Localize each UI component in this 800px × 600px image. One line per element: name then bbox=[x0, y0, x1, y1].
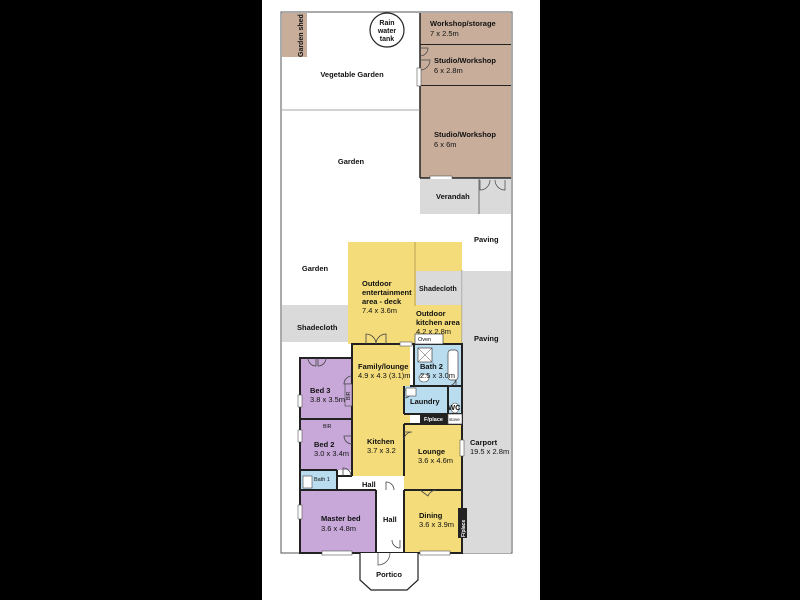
portico-door-swing bbox=[377, 552, 391, 566]
label-outdoor-kitchen-1: Outdoor bbox=[416, 309, 446, 318]
portico-outline bbox=[359, 553, 419, 591]
label-laundry: Laundry bbox=[410, 397, 440, 406]
windows bbox=[297, 341, 465, 556]
label-shadecloth-left: Shadecloth bbox=[297, 323, 338, 332]
label-paving-right: Paving bbox=[474, 334, 499, 343]
label-outdoor-ent-1: Outdoor bbox=[362, 279, 392, 288]
hall-lower-area bbox=[376, 490, 404, 553]
bir-side-strip bbox=[344, 383, 353, 407]
label-garden-shed: Garden shed bbox=[298, 14, 305, 57]
label-bed3-dim: 3.8 x 3.5m bbox=[310, 395, 345, 404]
label-bath2: Bath 2 bbox=[420, 362, 443, 371]
stove-box bbox=[447, 413, 463, 425]
label-lounge-dim: 3.6 x 4.6m bbox=[418, 456, 453, 465]
carport-area bbox=[463, 271, 511, 553]
label-dining: Dining bbox=[419, 511, 443, 520]
label-fplace-mid: F/place bbox=[424, 417, 443, 423]
label-bed3: Bed 3 bbox=[310, 386, 330, 395]
rain-water-tank bbox=[369, 12, 405, 48]
shadecloth-left-area bbox=[282, 305, 348, 342]
label-outdoor-ent-2: entertainment bbox=[362, 288, 412, 297]
label-kitchen-dim: 3.7 x 3.2 bbox=[367, 446, 396, 455]
bed2-area bbox=[301, 420, 353, 470]
kitchen-area bbox=[352, 424, 404, 476]
label-studio1-dim: 6 x 2.8m bbox=[434, 66, 463, 75]
label-outdoor-kitchen-dim: 4.2 x 2.8m bbox=[416, 327, 451, 336]
label-studio2: Studio/Workshop bbox=[434, 130, 496, 139]
label-portico: Portico bbox=[376, 570, 402, 579]
label-outdoor-ent-3: area - deck bbox=[362, 297, 402, 306]
label-studio1: Studio/Workshop bbox=[434, 56, 496, 65]
label-bir-side: BIR bbox=[346, 391, 352, 400]
label-wc: WC bbox=[448, 403, 461, 412]
label-paving-top: Paving bbox=[474, 235, 499, 244]
label-outdoor-ent-dim: 7.4 x 3.6m bbox=[362, 306, 397, 315]
master-bed-area bbox=[301, 490, 375, 553]
label-master-dim: 3.6 x 4.8m bbox=[321, 524, 356, 533]
label-workshop-storage: Workshop/storage bbox=[430, 19, 496, 28]
family-lounge-area bbox=[352, 344, 410, 424]
bath2-tub bbox=[447, 349, 459, 381]
label-outdoor-kitchen-2: kitchen area bbox=[416, 318, 461, 327]
label-bed2-dim: 3.0 x 3.4m bbox=[314, 449, 349, 458]
label-workshop-storage-dim: 7 x 2.5m bbox=[430, 29, 459, 38]
label-studio2-dim: 6 x 6m bbox=[434, 140, 457, 149]
label-bed2: Bed 2 bbox=[314, 440, 334, 449]
label-shadecloth-right: Shadecloth bbox=[419, 286, 457, 293]
garden-shed-area bbox=[282, 13, 307, 57]
wc-toilet bbox=[450, 402, 460, 414]
verandah-door-swing-2 bbox=[494, 179, 506, 191]
shadecloth-right-area bbox=[416, 271, 462, 305]
laundry-trough bbox=[405, 387, 417, 397]
label-stove: stove bbox=[449, 417, 460, 422]
studio-workshop-1-area bbox=[420, 45, 511, 85]
bath1-shower bbox=[302, 475, 313, 489]
studio-door-swing-1 bbox=[419, 47, 429, 57]
label-garden-mid: Garden bbox=[302, 264, 329, 273]
label-hall-low: Hall bbox=[383, 515, 397, 524]
label-vegetable-garden: Vegetable Garden bbox=[320, 70, 384, 79]
label-lounge: Lounge bbox=[418, 447, 445, 456]
label-rain-tank-1: Rain bbox=[379, 20, 394, 27]
bed3-area bbox=[301, 358, 353, 418]
label-fplace-side: F/place bbox=[461, 520, 467, 537]
oven-unit bbox=[414, 333, 444, 345]
label-rain-tank-3: tank bbox=[380, 36, 395, 43]
studio-side-door bbox=[416, 67, 422, 87]
bath2-basin bbox=[418, 373, 430, 383]
label-carport-dim: 19.5 x 2.8m bbox=[470, 447, 509, 456]
label-dining-dim: 3.6 x 3.9m bbox=[419, 520, 454, 529]
label-family-lounge-dim: 4.9 x 4.3 (3.1)m bbox=[358, 371, 411, 380]
label-kitchen: Kitchen bbox=[367, 437, 395, 446]
bath2-shower-cross-2 bbox=[417, 347, 433, 363]
label-oven: Oven bbox=[418, 337, 431, 343]
dining-area bbox=[404, 490, 462, 553]
fplace-mid-block bbox=[420, 414, 448, 424]
studio-door-swing-2 bbox=[419, 59, 431, 71]
label-master: Master bed bbox=[321, 514, 361, 523]
label-carport: Carport bbox=[470, 438, 498, 447]
lounge-area bbox=[404, 424, 462, 490]
studio-workshop-2-area bbox=[420, 86, 511, 178]
label-verandah: Verandah bbox=[436, 192, 470, 201]
label-bir-top: BIR bbox=[323, 424, 332, 430]
hall-area bbox=[337, 476, 404, 490]
label-rain-tank-2: water bbox=[377, 28, 397, 35]
label-family-lounge: Family/lounge bbox=[358, 362, 408, 371]
workshop-storage-area bbox=[420, 13, 511, 44]
label-garden-top: Garden bbox=[338, 157, 365, 166]
label-hall-top: Hall bbox=[362, 480, 376, 489]
label-bath2-dim: 2.5 x 3.0m bbox=[420, 371, 455, 380]
label-bath1: Bath 1 bbox=[314, 477, 330, 483]
fplace-side-block bbox=[458, 508, 467, 538]
verandah-door-swing-1 bbox=[479, 179, 491, 191]
